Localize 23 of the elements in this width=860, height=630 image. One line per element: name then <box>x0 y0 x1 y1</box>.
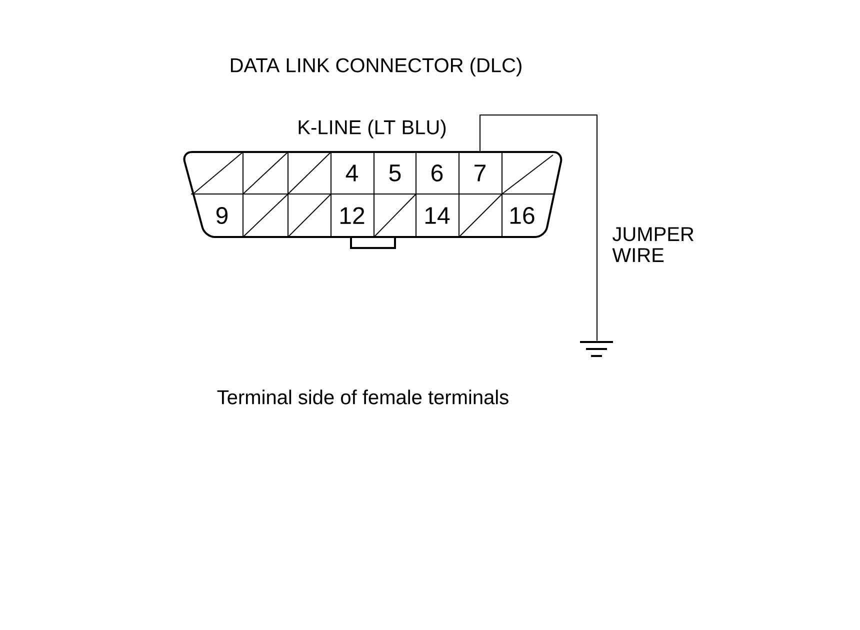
pin-number: 14 <box>426 207 450 224</box>
caption: Terminal side of female terminals <box>217 390 508 404</box>
blank-cavity <box>288 194 332 238</box>
wire-color-label: K-LINE (LT BLU) <box>298 120 446 138</box>
pin-number: 7 <box>474 164 486 182</box>
jumper-wire <box>480 114 598 342</box>
pin-number: 12 <box>340 207 364 224</box>
blank-cavity <box>458 194 502 238</box>
blank-cavity <box>192 152 244 194</box>
blank-cavity <box>242 194 288 238</box>
pin-number: 4 <box>346 164 358 182</box>
blank-cavity <box>502 154 554 194</box>
pin-number: 6 <box>432 164 443 182</box>
blank-cavity <box>242 152 288 194</box>
pin-number: 16 <box>510 207 534 224</box>
blank-cavity <box>374 194 416 238</box>
title: DATA LINK CONNECTOR (DLC) <box>230 58 522 76</box>
pin-number: 5 <box>389 164 401 182</box>
blank-cavity <box>288 152 332 194</box>
connector-outline <box>183 151 562 249</box>
edge-label: JUMPER WIRE <box>612 227 694 262</box>
ground-symbol <box>580 341 613 357</box>
pin-number: 9 <box>216 207 228 224</box>
